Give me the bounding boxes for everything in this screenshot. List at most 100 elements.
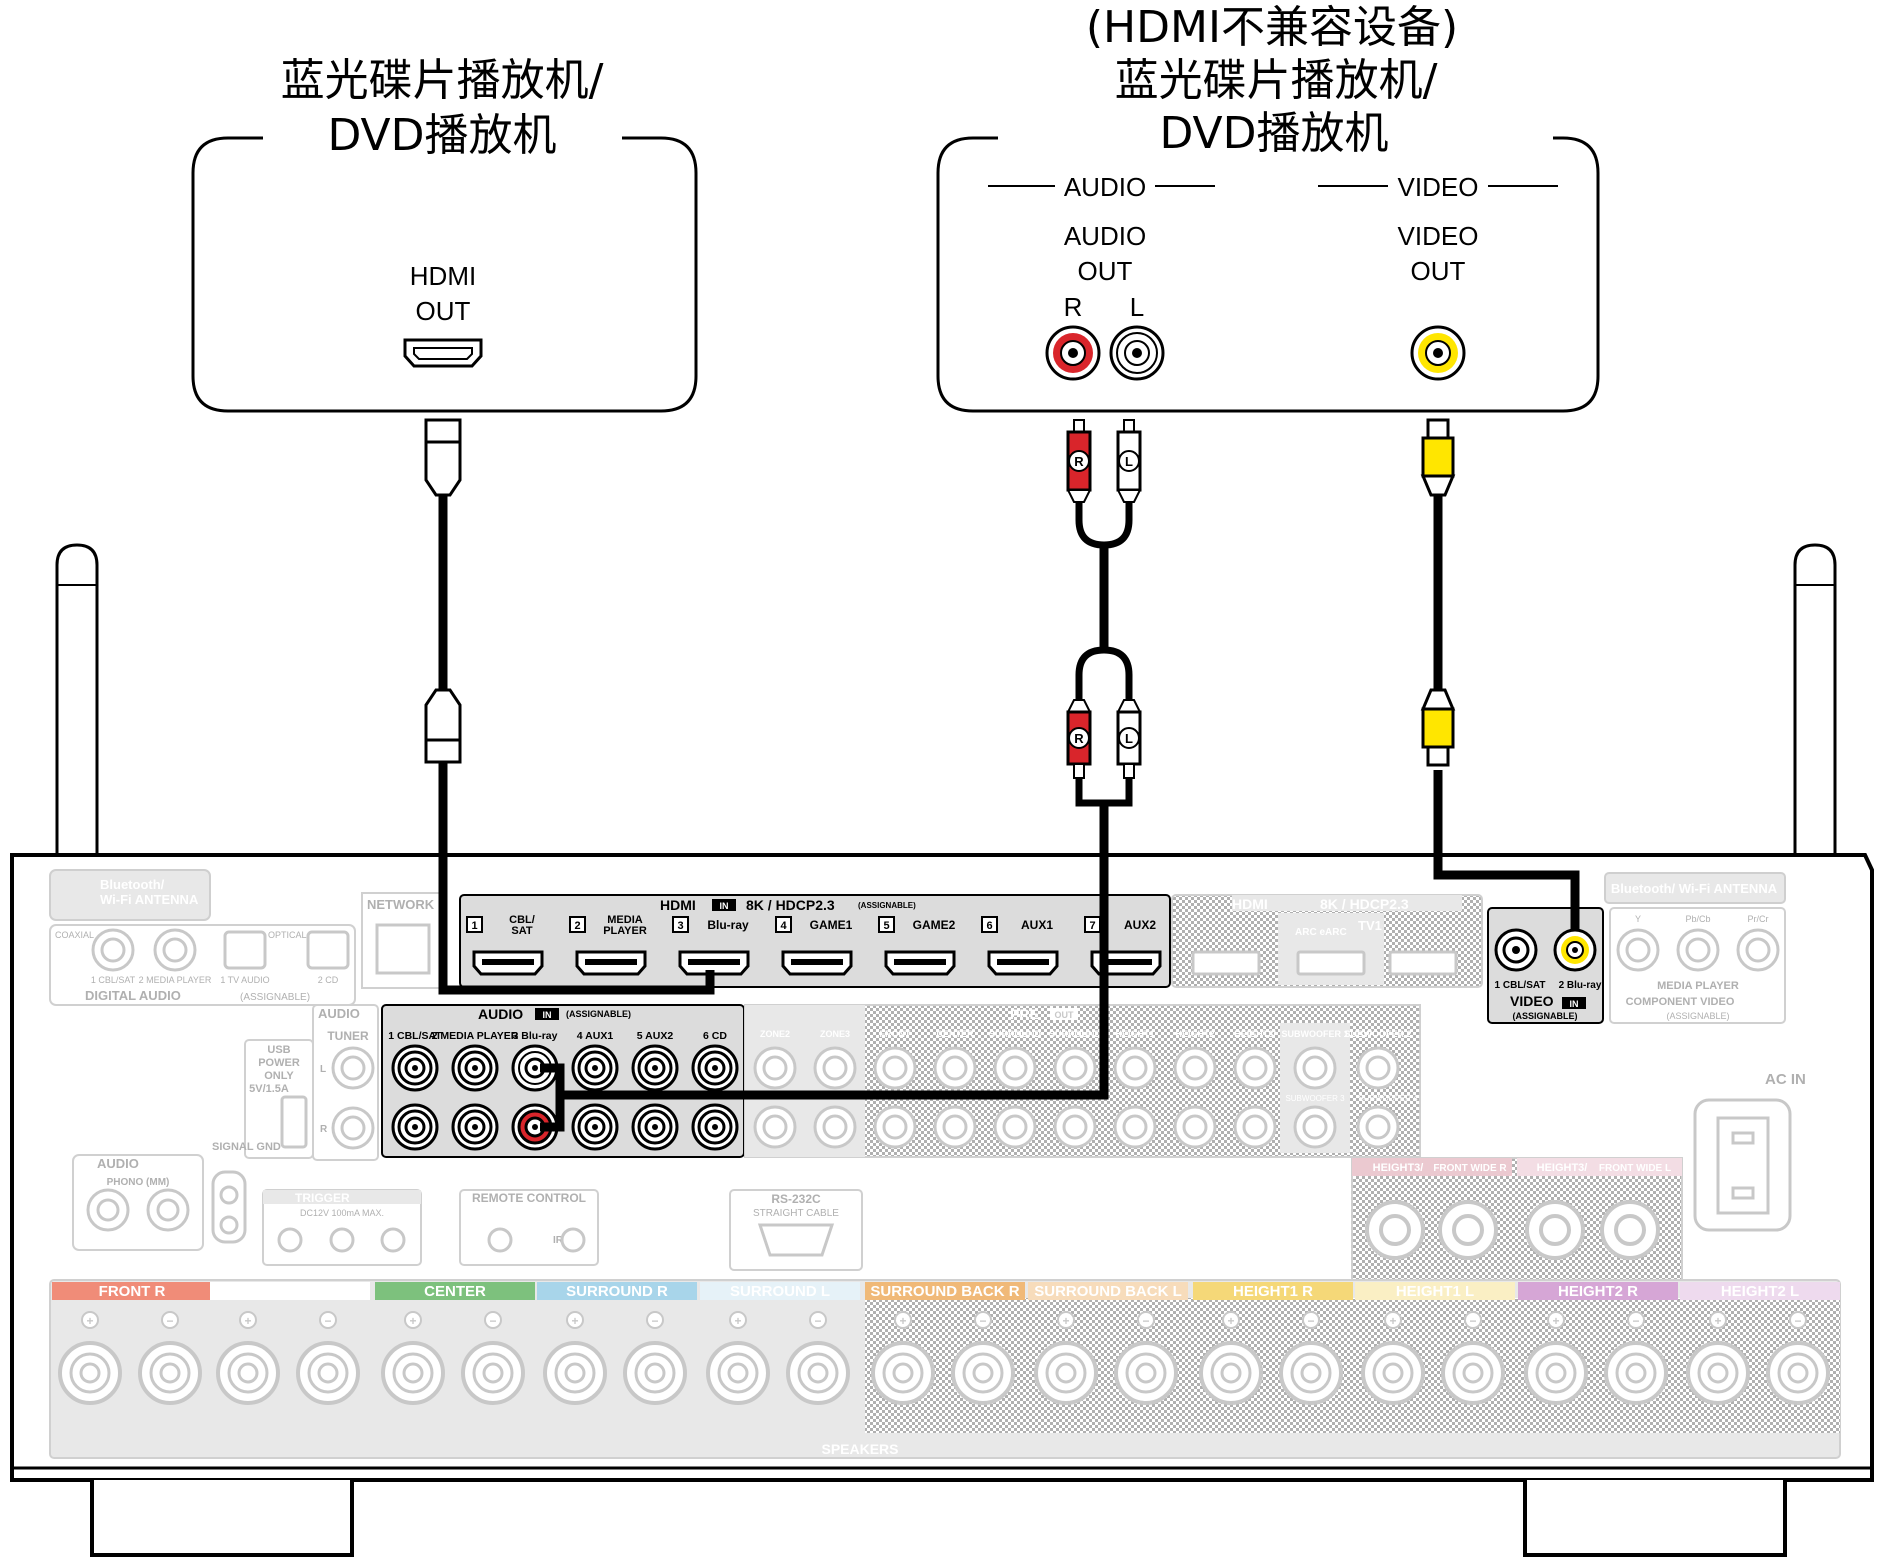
pre-out-column-label: FRONT [880, 1029, 911, 1039]
pre-out-column-label: ZONE2 [760, 1029, 790, 1039]
speaker-terminal-group: CENTER+− [375, 1282, 535, 1405]
speaker-terminal-group: SURROUND R+− [537, 1282, 697, 1405]
hdmi-port-icon [403, 338, 483, 368]
pre-out-jack-icon [1293, 1105, 1337, 1149]
hdmi-in-port-label: PLAYER [603, 925, 647, 937]
trigger-label: TRIGGER [295, 1191, 350, 1205]
svg-text:+: + [734, 1314, 741, 1328]
speaker-terminal-group: FRONT R+− [52, 1282, 212, 1405]
right-device-title-line2: DVD播放机 [1159, 108, 1388, 159]
component-y: Y [1635, 914, 1641, 924]
coaxial-label: COAXIAL [55, 930, 94, 940]
audio-out-l-jack-icon [1109, 325, 1165, 381]
speaker-group-label: SURROUND BACK R [870, 1283, 1019, 1300]
speaker-terminal-group: HEIGHT1 L+− [1355, 1282, 1515, 1405]
svg-text:−: − [1632, 1314, 1639, 1328]
audio-in-column-label: 1 CBL/SAT [388, 1030, 442, 1042]
ac-inlet-icon [1693, 1098, 1792, 1232]
pre-out-column-label: SURROUND [989, 1029, 1042, 1039]
phono-label: PHONO (MM) [107, 1177, 170, 1188]
hdmi-in-port-number: 2 [574, 920, 580, 932]
audio-in-column: 4 AUX1 [571, 1030, 619, 1151]
network-label: NETWORK [367, 897, 435, 912]
hdmi-out-tv1-label: TV1 [1358, 918, 1382, 933]
video-group-label: VIDEO [1398, 172, 1479, 202]
svg-text:+: + [409, 1314, 416, 1328]
pre-out-column: ZONE2 [753, 1029, 797, 1149]
pre-out-jack-icon [1233, 1046, 1277, 1090]
component-title: COMPONENT VIDEO [1626, 996, 1735, 1008]
hdmi-in-title: HDMI [660, 897, 696, 913]
svg-text:−: − [979, 1314, 986, 1328]
optical-label: OPTICAL [268, 930, 307, 940]
pre-out-column: HEIGHT2 [1173, 1029, 1217, 1149]
left-device-title-line1: 蓝光碟片播放机/ [281, 55, 604, 106]
hdmi-plug-bottom-icon [424, 688, 462, 764]
speaker-group-label: HEIGHT2 L [1721, 1283, 1799, 1300]
digital-in-3: 1 TV AUDIO [220, 975, 269, 985]
height3-r-label-2: FRONT WIDE R [1433, 1163, 1507, 1174]
svg-text:+: + [899, 1314, 906, 1328]
audio-in-column: 6 CD [691, 1030, 739, 1151]
video-plug-bottom-icon [1420, 688, 1456, 767]
hdmi-in-port-number: 6 [986, 920, 992, 932]
hdmi-in-port-label: AUX1 [1021, 918, 1053, 932]
pre-out-jack-icon [1053, 1046, 1097, 1090]
audio-out-label-line1: AUDIO [1064, 221, 1146, 251]
video-out-jack-icon [1410, 325, 1466, 381]
right-device: (HDMI不兼容设备) 蓝光碟片播放机/ DVD播放机 AUDIO VIDEO … [936, 2, 1600, 413]
svg-text:−: − [1142, 1314, 1149, 1328]
digital-audio-label: DIGITAL AUDIO [85, 988, 181, 1003]
pre-out-jack-icon [1113, 1046, 1157, 1090]
rca-plug-letter: L [1125, 454, 1133, 469]
audio-in-column: 1 CBL/SAT [388, 1030, 442, 1151]
usb-label-2: POWER [258, 1057, 300, 1069]
pre-out-jack-icon [1173, 1046, 1217, 1090]
audio-out-label-line2: OUT [1078, 256, 1133, 286]
rca-plug-l-icon: L [1116, 419, 1142, 503]
audio-in-badge: IN [543, 1010, 552, 1020]
video-in-title: VIDEO [1510, 993, 1554, 1009]
bt-antenna-right-label: Bluetooth/ Wi-Fi ANTENNA [1611, 881, 1778, 896]
hdmi-in-port-6: 6 AUX1 [981, 916, 1059, 976]
pre-out-column: SURROUND [989, 1029, 1042, 1149]
svg-text:−: − [1469, 1314, 1476, 1328]
pre-out-jack-icon [993, 1105, 1037, 1149]
ir-label: IR [553, 1235, 564, 1246]
hdmi-in-port-label: AUX2 [1124, 918, 1156, 932]
rs232c-label: RS-232C [771, 1192, 821, 1206]
pre-out-column: HEIGHT1 [1113, 1029, 1157, 1149]
svg-text:+: + [1227, 1314, 1234, 1328]
speaker-group-label: FRONT R [99, 1283, 166, 1300]
remote-control-label: REMOTE CONTROL [472, 1191, 586, 1205]
video-out-label-line2: OUT [1411, 256, 1466, 286]
pre-out-column: CENTER [933, 1029, 977, 1149]
speaker-group-label: HEIGHT2 R [1558, 1283, 1638, 1300]
hdmi-in-port-number: 1 [471, 920, 477, 932]
pre-out-jack-icon [1053, 1105, 1097, 1149]
hdmi-in-port-label: GAME1 [810, 918, 853, 932]
component-pb: Pb/Cb [1685, 914, 1710, 924]
speaker-terminal-group: HEIGHT2 L+− [1680, 1282, 1840, 1405]
speaker-group-label: HEIGHT1 L [1396, 1283, 1474, 1300]
svg-text:−: − [814, 1314, 821, 1328]
digital-in-2: 2 MEDIA PLAYER [139, 975, 212, 985]
digital-in-4: 2 CD [318, 975, 339, 985]
pre-out-column-label: SURROUND [1049, 1029, 1102, 1039]
hdmi-out-arc-label: ARC eARC [1295, 927, 1347, 938]
audio-in-column-label: 4 AUX1 [577, 1030, 614, 1042]
rca-plug-letter: R [1074, 454, 1084, 469]
pre-out-column-label: HEIGHT3/ [1234, 1029, 1276, 1039]
pre-out-jack-icon [933, 1105, 977, 1149]
speaker-terminal-group: FRONT L+− [210, 1282, 370, 1405]
svg-text:+: + [571, 1314, 578, 1328]
pre-out-jack-icon [1293, 1046, 1337, 1090]
pre-out-column: SURROUND [1049, 1029, 1102, 1149]
bt-antenna-left-label2: Wi-Fi ANTENNA [100, 892, 199, 907]
rca-plug-r-icon: R [1066, 699, 1092, 779]
